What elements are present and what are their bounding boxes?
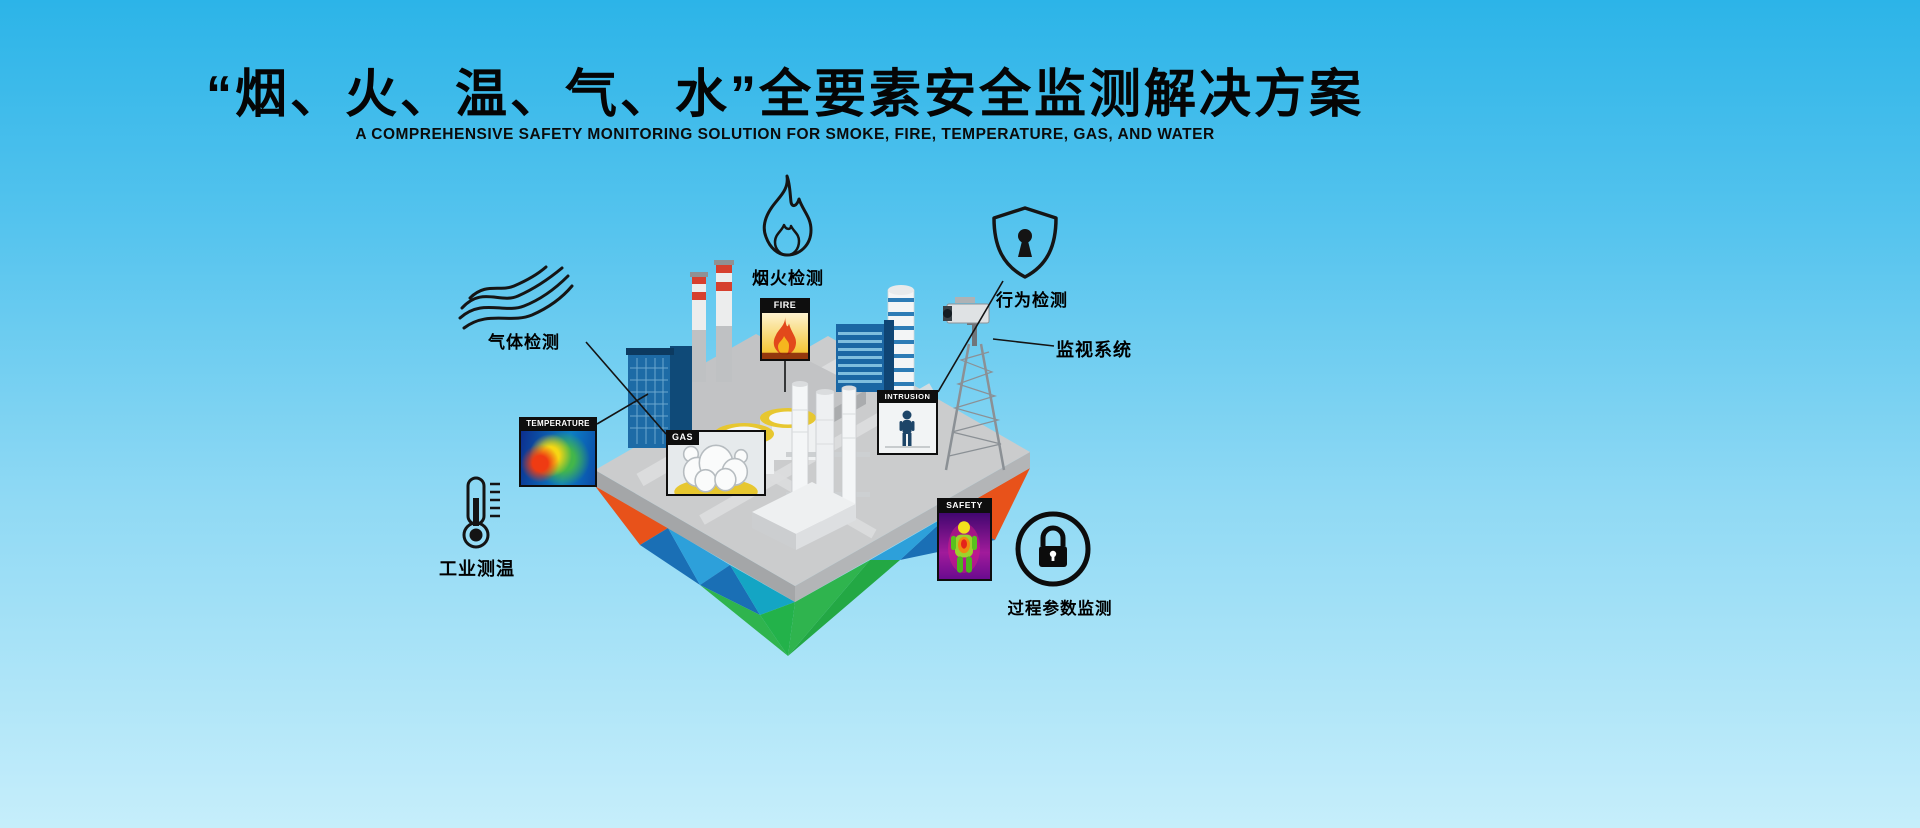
thermometer-icon bbox=[462, 476, 500, 549]
cctv-camera-icon bbox=[943, 297, 990, 325]
white-shed bbox=[752, 482, 856, 550]
lattice-tower bbox=[944, 322, 1006, 471]
flame-icon bbox=[762, 174, 813, 257]
safety-thermal-image bbox=[937, 512, 992, 581]
banner-subtitle: A COMPREHENSIVE SAFETY MONITORING SOLUTI… bbox=[355, 126, 1215, 143]
gas-smoke-image bbox=[668, 432, 764, 494]
label-industrial-temperature: 工业测温 bbox=[439, 559, 515, 579]
gas-callout: GAS bbox=[666, 430, 766, 496]
fire-callout-tag: FIRE bbox=[760, 298, 810, 314]
thermal-image bbox=[519, 431, 597, 487]
intrusion-callout: INTRUSION bbox=[877, 390, 938, 456]
intrusion-callout-tag: INTRUSION bbox=[877, 390, 938, 404]
label-gas-detection: 气体检测 bbox=[488, 333, 560, 352]
intrusion-image bbox=[877, 403, 938, 456]
platform-sides bbox=[595, 452, 1030, 602]
temperature-callout: TEMPERATURE bbox=[519, 417, 597, 487]
label-process-parameter-monitoring: 过程参数监测 bbox=[1007, 600, 1113, 618]
label-smoke-fire-detection: 烟火检测 bbox=[752, 269, 824, 288]
safety-callout-tag: SAFETY bbox=[937, 498, 992, 513]
safety-callout: SAFETY bbox=[937, 498, 992, 581]
smoke-waves-icon bbox=[458, 265, 574, 330]
shield-keyhole-icon bbox=[992, 206, 1058, 279]
fire-callout: FIRE bbox=[760, 298, 810, 362]
label-surveillance-system: 监视系统 bbox=[1056, 340, 1132, 360]
banner-title: “烟、火、温、气、水”全要素安全监测解决方案 bbox=[205, 66, 1364, 124]
striped-chimneys bbox=[690, 260, 734, 382]
padlock-circle-icon bbox=[1015, 511, 1091, 587]
gas-callout-tag: GAS bbox=[666, 430, 700, 446]
temperature-callout-tag: TEMPERATURE bbox=[519, 417, 597, 431]
fire-image bbox=[760, 313, 810, 362]
label-behavior-detection: 行为检测 bbox=[996, 291, 1068, 310]
connector-lines bbox=[585, 280, 1055, 435]
container-building bbox=[836, 320, 894, 392]
